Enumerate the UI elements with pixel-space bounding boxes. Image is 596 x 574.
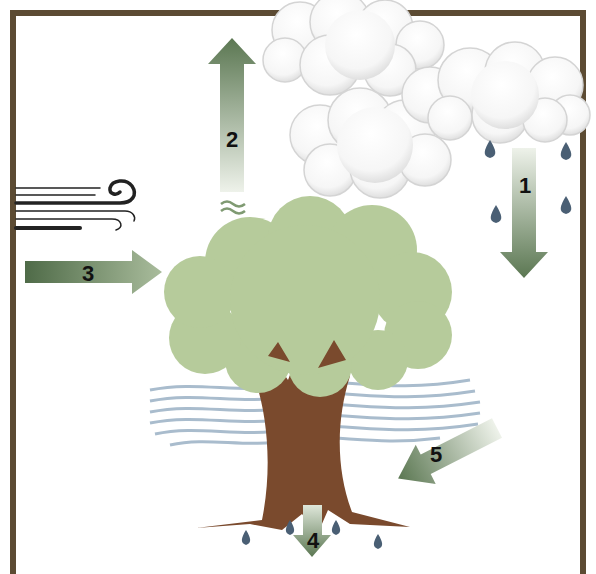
uptake-arrow <box>388 408 507 498</box>
callout-number: 3 <box>82 263 94 285</box>
tree-canopy <box>164 196 452 397</box>
clouds <box>263 0 590 198</box>
vapor-waves <box>221 202 245 214</box>
wind-arrow <box>25 250 162 294</box>
callout-number: 5 <box>430 444 442 466</box>
callout-number: 1 <box>519 175 531 197</box>
callout-number: 4 <box>307 530 319 552</box>
callout-number: 2 <box>226 129 238 151</box>
tree-branches <box>268 340 346 368</box>
wind-lines <box>16 181 135 230</box>
evaporation-arrow <box>208 38 256 192</box>
frame <box>10 10 586 574</box>
drainage-arrow <box>293 505 331 557</box>
precipitation-arrow <box>500 148 548 278</box>
